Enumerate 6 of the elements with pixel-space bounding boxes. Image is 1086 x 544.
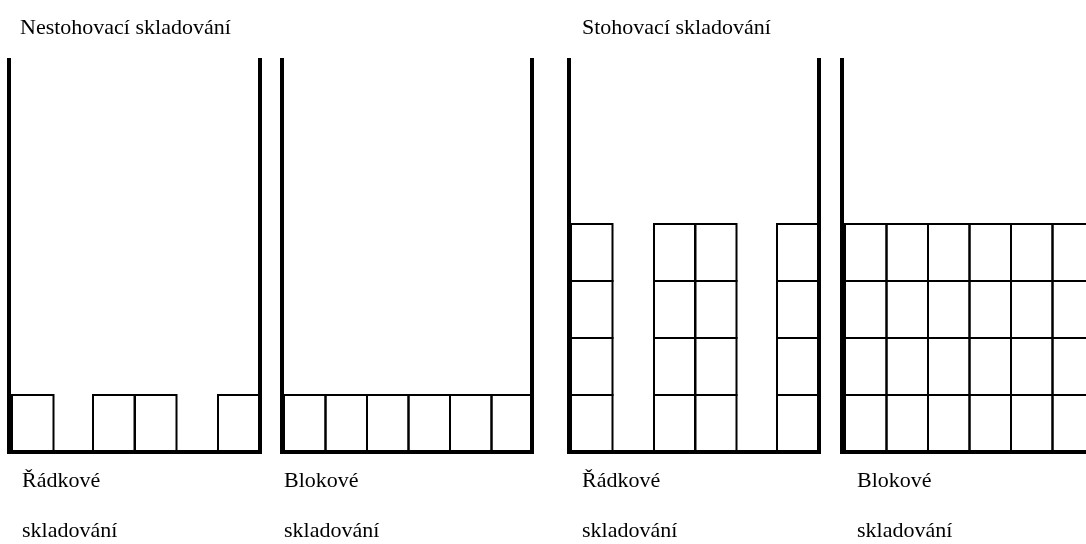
caption: Blokové skladování <box>857 466 954 544</box>
caption: Řádkové skladování <box>582 466 679 544</box>
section-heading: Stohovací skladování <box>582 14 771 40</box>
caption: Blokové skladování <box>284 466 381 544</box>
caption: Řádkové skladování <box>22 466 119 544</box>
section-heading: Nestohovací skladování <box>20 14 231 40</box>
